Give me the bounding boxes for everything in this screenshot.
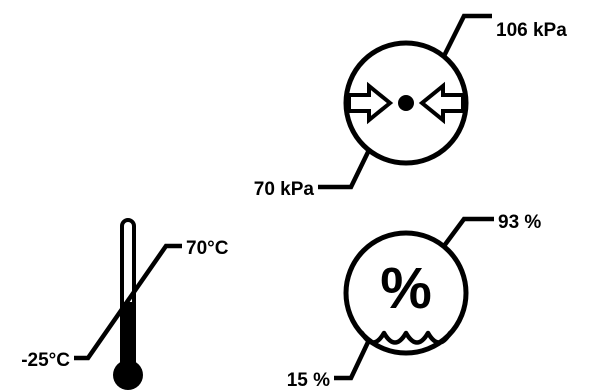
pressure-lower-label: 70 kPa	[254, 179, 315, 200]
arrow-left-icon	[418, 81, 465, 125]
thermometer-tube	[120, 218, 136, 370]
temperature-upper-label: 70°C	[186, 238, 229, 259]
pressure-circle	[343, 40, 469, 166]
humidity-limit-icon: % 93 % 15 %	[287, 212, 542, 391]
pressure-upper-leader	[441, 13, 492, 58]
temperature-limit-icon: 70°C -25°C	[21, 218, 229, 390]
arrow-right-icon	[347, 81, 394, 125]
humidity-percent-symbol: %	[380, 256, 432, 321]
humidity-circle	[343, 230, 469, 356]
pressure-limit-icon: 106 kPa 70 kPa	[254, 13, 567, 200]
pressure-upper-label: 106 kPa	[496, 20, 567, 41]
water-wave-icon	[359, 330, 453, 345]
humidity-lower-label: 15 %	[287, 370, 330, 391]
temperature-limit-line	[74, 243, 182, 361]
temperature-lower-label: -25°C	[21, 350, 70, 371]
humidity-lower-leader	[334, 339, 372, 381]
pressure-center-dot	[398, 95, 414, 111]
humidity-upper-leader	[442, 216, 494, 248]
humidity-upper-label: 93 %	[498, 212, 541, 233]
pressure-lower-leader	[318, 149, 372, 190]
thermometer-fill	[122, 302, 134, 372]
